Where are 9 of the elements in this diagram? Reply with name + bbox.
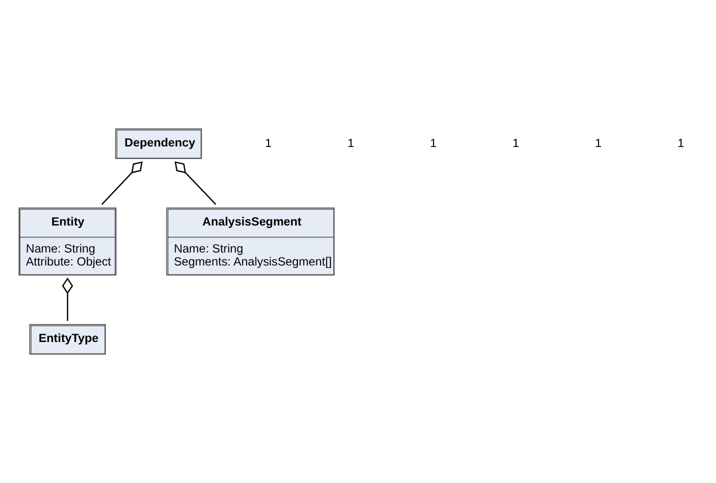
label: 1 <box>512 136 520 150</box>
connector <box>101 161 143 205</box>
label: 1 <box>347 136 354 150</box>
label: 1 <box>264 136 272 150</box>
label: 1 <box>594 136 602 150</box>
label: 1 <box>430 136 437 150</box>
connector <box>174 161 216 205</box>
connector <box>62 278 74 321</box>
label: 1 <box>677 136 684 150</box>
